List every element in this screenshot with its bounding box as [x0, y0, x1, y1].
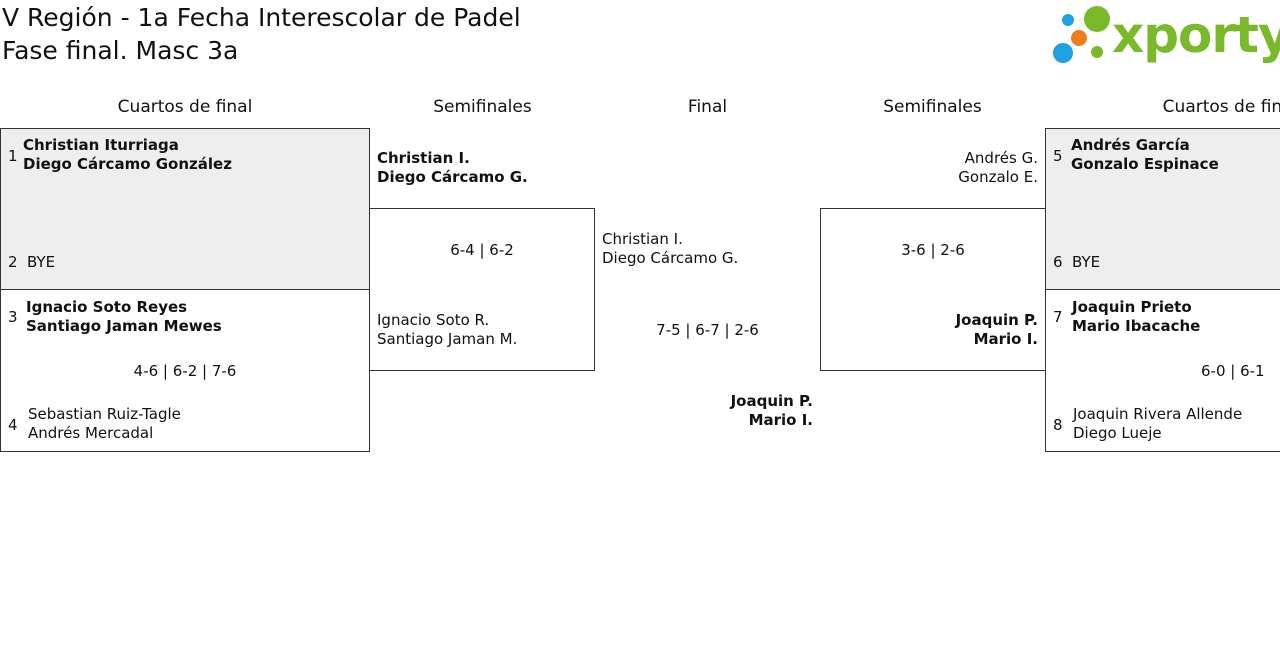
seed-number: 5 [1053, 147, 1063, 165]
team-name: Mario Ibacache [1072, 317, 1201, 335]
match-sf-left[interactable]: 6-4 | 6-2 Ignacio Soto R. Santiago Jaman… [369, 208, 595, 371]
round-header-sf-right: Semifinales [883, 97, 982, 117]
team-name: Joaquin Rivera Allende [1073, 405, 1243, 423]
match-score: 6-0 | 6-1 [1201, 362, 1265, 380]
match-qf-right-2[interactable]: 7 Joaquin Prieto Mario Ibacache 6-0 | 6-… [1045, 289, 1280, 452]
team-name: Sebastian Ruiz-Tagle [28, 405, 181, 423]
team-name: Ignacio Soto R. [377, 311, 490, 329]
team-name: Gonzalo E. [958, 168, 1038, 186]
team-name: Ignacio Soto Reyes [26, 298, 188, 316]
match-sf-right[interactable]: 3-6 | 2-6 Joaquin P. Mario I. [820, 208, 1046, 371]
seed-number: 1 [8, 147, 18, 165]
page-subtitle: Fase final. Masc 3a [2, 36, 239, 65]
match-qf-left-1[interactable]: 1 Christian Iturriaga Diego Cárcamo Gonz… [0, 128, 370, 290]
round-header-final: Final [687, 97, 728, 117]
team-name: Andrés García [1071, 136, 1190, 154]
team-name: Christian I. [377, 149, 470, 167]
team-name: Santiago Jaman M. [377, 330, 518, 348]
match-score: 7-5 | 6-7 | 2-6 [656, 321, 759, 339]
team-name: Diego Lueje [1073, 424, 1162, 442]
team-name: Mario I. [748, 411, 813, 429]
team-name: Mario I. [973, 330, 1038, 348]
team-name: Diego Cárcamo González [23, 155, 232, 173]
round-header-qf-right: Cuartos de final [1162, 97, 1280, 117]
team-name: BYE [1072, 253, 1101, 271]
match-score: 4-6 | 6-2 | 7-6 [133, 362, 237, 380]
logo-text: xporty [1112, 6, 1280, 64]
seed-number: 2 [8, 253, 18, 271]
team-name: Santiago Jaman Mewes [26, 317, 222, 335]
team-name: Joaquin P. [955, 311, 1038, 329]
match-qf-left-2[interactable]: 3 Ignacio Soto Reyes Santiago Jaman Mewe… [0, 289, 370, 452]
match-score: 3-6 | 2-6 [901, 241, 965, 259]
match-final[interactable]: Christian I. Diego Cárcamo G. 7-5 | 6-7 … [595, 208, 820, 438]
seed-number: 8 [1053, 416, 1063, 434]
team-name: BYE [27, 253, 56, 271]
team-name: Diego Cárcamo G. [377, 168, 528, 186]
match-qf-right-1[interactable]: 5 Andrés García Gonzalo Espinace 6 BYE [1045, 128, 1280, 290]
page-title: V Región - 1a Fecha Interescolar de Pade… [2, 3, 521, 32]
team-name: Christian Iturriaga [23, 136, 179, 154]
team-name: Diego Cárcamo G. [602, 249, 739, 267]
round-header-qf-left: Cuartos de final [117, 97, 253, 117]
logo-dots-icon [1053, 6, 1110, 63]
seed-number: 4 [8, 416, 18, 434]
team-name: Andrés G. [964, 149, 1038, 167]
team-name: Joaquin Prieto [1072, 298, 1192, 316]
seed-number: 6 [1053, 253, 1063, 271]
team-name: Christian I. [602, 230, 683, 248]
team-name: Joaquin P. [730, 392, 813, 410]
team-name: Andrés Mercadal [28, 424, 154, 442]
seed-number: 3 [8, 308, 18, 326]
seed-number: 7 [1053, 308, 1063, 326]
round-header-sf-left: Semifinales [433, 97, 532, 117]
match-score: 6-4 | 6-2 [450, 241, 514, 259]
xporty-logo[interactable]: xporty [1050, 4, 1280, 66]
team-name: Gonzalo Espinace [1071, 155, 1219, 173]
